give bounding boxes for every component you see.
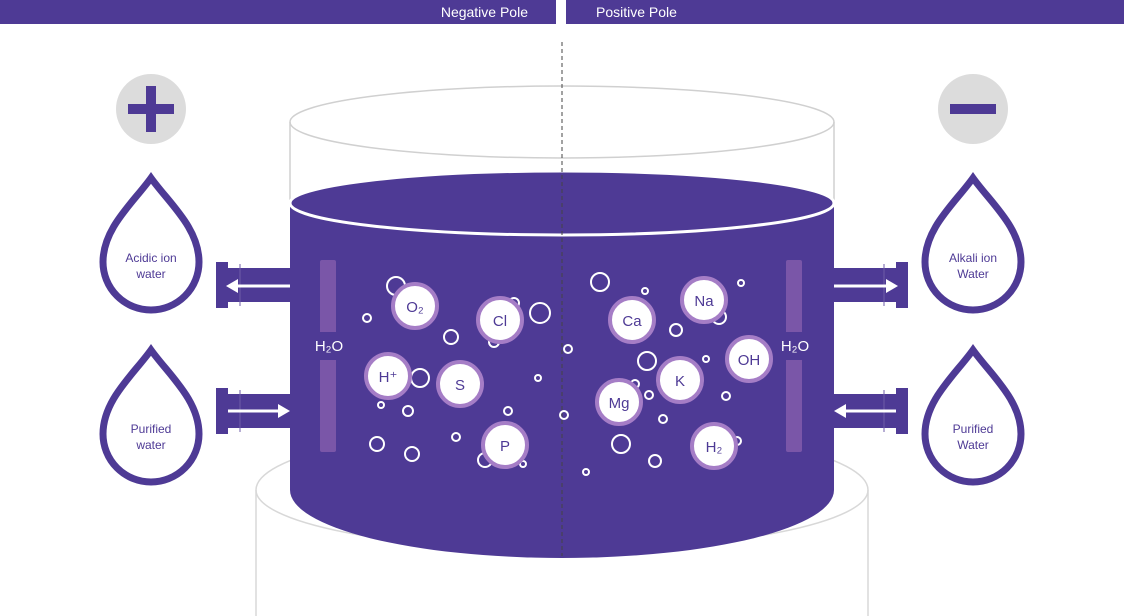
positive-pole-bar: Positive Pole (566, 0, 1124, 24)
ion-na: Na (680, 276, 728, 324)
right-outlet-pipe (832, 262, 908, 308)
purified-water-right-label-1: Purified (953, 422, 994, 436)
plus-icon (116, 74, 186, 144)
svg-text:H⁺: H⁺ (379, 369, 398, 386)
arrow-icon (278, 404, 290, 418)
svg-text:K: K (675, 373, 685, 390)
negative-pole-label: Negative Pole (440, 4, 528, 20)
water-drop-icon: Purified water (99, 344, 203, 486)
left-electrode: H₂O (312, 260, 344, 452)
ion-p: P (481, 421, 529, 469)
right-electrode: H₂O (778, 260, 810, 452)
svg-text:O₂: O₂ (406, 299, 424, 316)
svg-text:OH: OH (738, 352, 761, 369)
left-outlet-pipe (216, 262, 292, 308)
svg-text:S: S (455, 377, 465, 394)
ion-h-plus: H⁺ (364, 352, 412, 400)
ion-oh: OH (725, 335, 773, 383)
water-drop-icon: Purified Water (921, 344, 1025, 486)
ion-cl: Cl (476, 296, 524, 344)
arrow-icon (834, 404, 846, 418)
purified-water-left-label-1: Purified (131, 422, 172, 436)
ion-o2: O₂ (391, 282, 439, 330)
svg-text:Cl: Cl (493, 313, 507, 330)
minus-icon (938, 74, 1008, 144)
positive-pole-label: Positive Pole (596, 4, 677, 20)
water-drop-icon: Acidic ion water (99, 172, 203, 314)
left-inlet-pipe (216, 388, 292, 434)
svg-text:P: P (500, 438, 510, 455)
water-drop-icon: Alkali ion Water (921, 172, 1025, 314)
arrow-icon (226, 279, 238, 293)
right-inlet-pipe (832, 388, 908, 434)
arrow-icon (886, 279, 898, 293)
ion-k: K (656, 356, 704, 404)
ion-mg: Mg (595, 378, 643, 426)
purified-water-left-label-2: water (135, 438, 165, 452)
purified-water-right-label-2: Water (957, 438, 989, 452)
ion-s: S (436, 360, 484, 408)
svg-text:Ca: Ca (622, 313, 642, 330)
alkali-water-label-2: Water (957, 267, 989, 281)
acidic-water-label-2: water (135, 267, 165, 281)
right-h2o-label: H₂O (781, 338, 809, 355)
svg-text:Na: Na (694, 293, 714, 310)
svg-text:Mg: Mg (609, 395, 630, 412)
ion-h2: H₂ (690, 422, 738, 470)
alkali-water-label-1: Alkali ion (949, 251, 997, 265)
left-h2o-label: H₂O (315, 338, 343, 355)
ion-ca: Ca (608, 296, 656, 344)
acidic-water-label-1: Acidic ion (125, 251, 176, 265)
svg-text:H₂: H₂ (706, 439, 723, 456)
negative-pole-bar: Negative Pole (0, 0, 556, 24)
